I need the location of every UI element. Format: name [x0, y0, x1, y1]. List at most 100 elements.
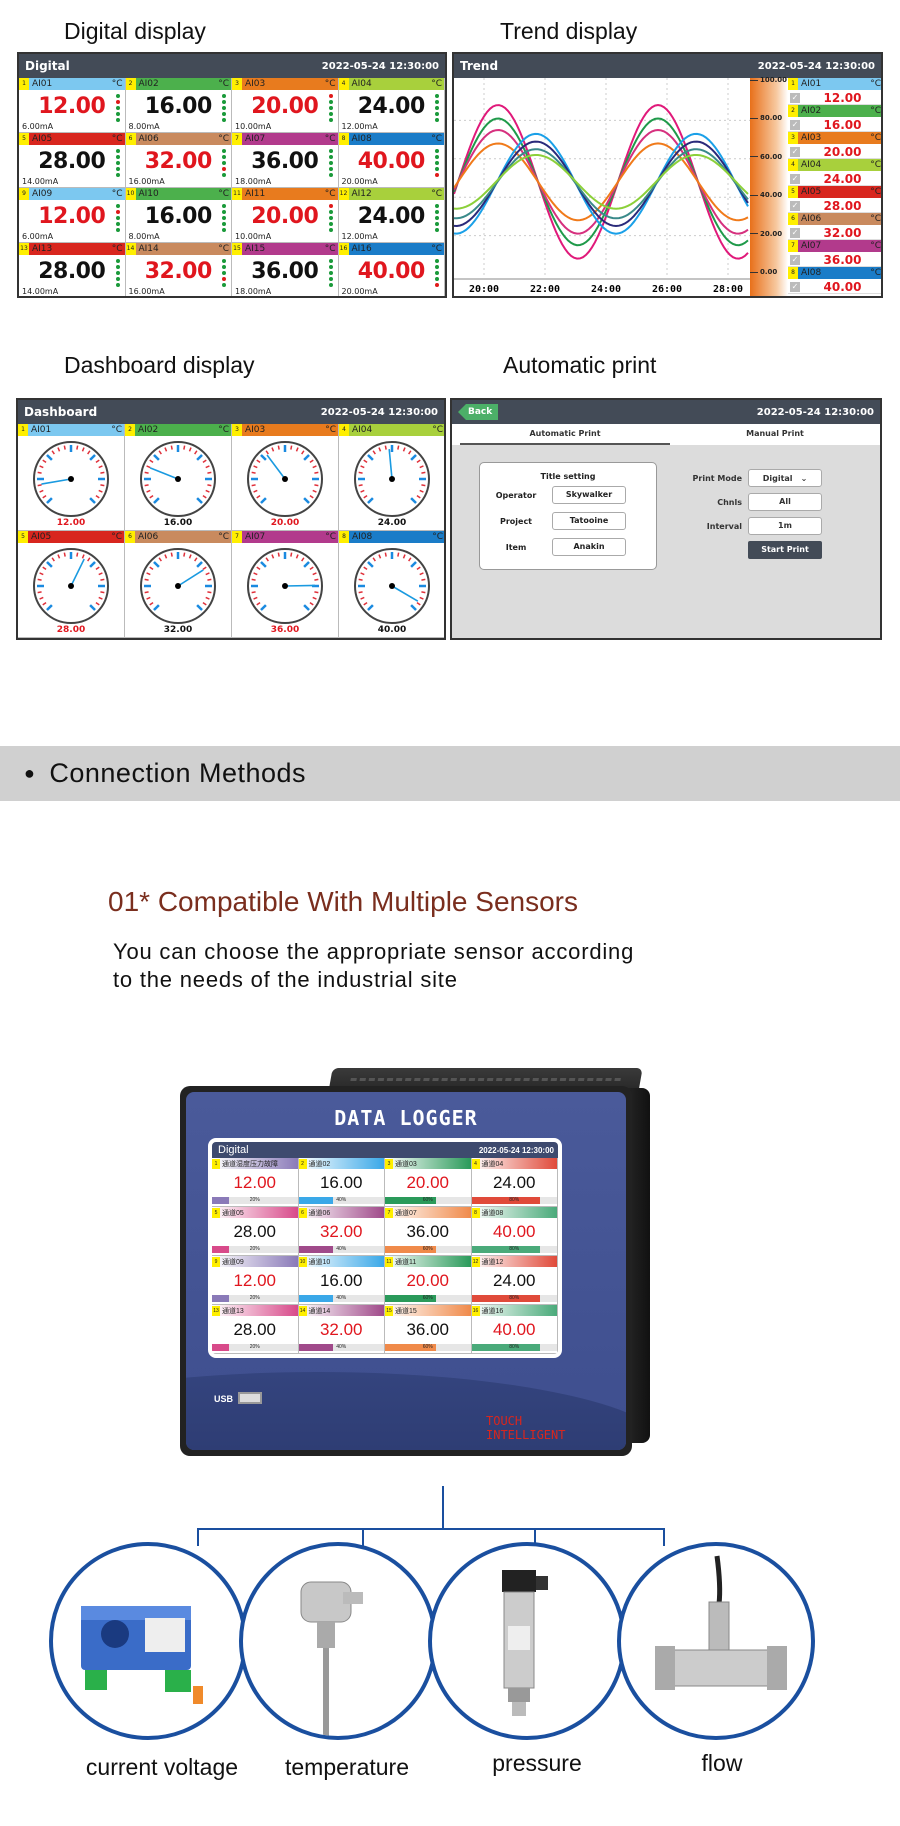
- channel-name: AI01: [801, 79, 822, 89]
- unit-label: °C: [431, 244, 442, 254]
- field-input[interactable]: Skywalker: [552, 486, 626, 504]
- indicator-dot: [328, 271, 333, 275]
- gauge-needle: [388, 449, 393, 480]
- gauge-needle: [41, 478, 72, 485]
- connector-line: [663, 1528, 665, 1546]
- channel-value: 40.00: [492, 1320, 536, 1339]
- unit-label: °C: [325, 425, 336, 435]
- sensor-label: current voltage: [85, 1754, 239, 1780]
- print-header: Back 2022-05-24 12:30:00: [452, 400, 880, 424]
- channel-name: AI06: [138, 134, 159, 144]
- indicator-dot: [435, 112, 439, 116]
- channel-number: 2: [298, 1158, 307, 1169]
- channel-value: 16.00: [319, 1271, 363, 1290]
- checkbox-checked-icon[interactable]: ✓: [790, 200, 800, 211]
- checkbox-checked-icon[interactable]: ✓: [790, 173, 800, 184]
- interval-field[interactable]: 1m: [748, 517, 822, 535]
- print-tabs: Automatic Print Manual Print: [452, 424, 880, 445]
- channel-current: 8.00mA: [128, 232, 160, 241]
- progress-bar: 40%: [298, 1344, 384, 1351]
- progress-percent: 20%: [249, 1344, 260, 1350]
- progress-percent: 40%: [336, 1295, 347, 1301]
- progress-fill: [298, 1197, 333, 1204]
- progress-percent: 20%: [249, 1246, 260, 1252]
- checkbox-checked-icon[interactable]: ✓: [790, 119, 800, 130]
- unit-label: °C: [218, 189, 229, 199]
- logo-line: TOUCH: [486, 1414, 523, 1428]
- indicator-dot: [435, 228, 439, 232]
- unit-label: °C: [111, 134, 123, 144]
- indicator-dot: [115, 106, 120, 110]
- print-mode-label: Print Mode: [692, 473, 742, 483]
- tab-manual-print[interactable]: Manual Print: [746, 429, 804, 438]
- alarm-indicator: [115, 204, 120, 232]
- channel-name: AI05: [801, 187, 822, 197]
- checkbox-checked-icon[interactable]: ✓: [790, 146, 800, 157]
- field-input[interactable]: Anakin: [552, 538, 626, 556]
- tab-automatic-print[interactable]: Automatic Print: [460, 424, 670, 445]
- indicator-dot: [115, 161, 120, 165]
- channel-number: 3: [788, 132, 798, 144]
- field-input[interactable]: Tatooine: [552, 512, 626, 530]
- unit-label: °C: [111, 532, 122, 542]
- checkbox-checked-icon[interactable]: ✓: [790, 227, 800, 238]
- channel-name: AI13: [32, 244, 53, 254]
- checkbox-checked-icon[interactable]: ✓: [790, 254, 800, 265]
- indicator-dot: [435, 204, 439, 208]
- channel-current: 8.00mA: [128, 122, 160, 131]
- indicator-dot: [435, 271, 439, 275]
- alarm-indicator: [222, 204, 226, 232]
- indicator-dot: [222, 167, 226, 171]
- progress-bar: 40%: [298, 1197, 384, 1204]
- alarm-indicator: [115, 259, 120, 287]
- print-mode-select[interactable]: Digital⌄: [748, 469, 822, 487]
- indicator-dot: [435, 173, 439, 177]
- indicator-dot: [222, 265, 226, 269]
- channel-current: 12.00mA: [341, 232, 378, 241]
- channel-name: AI01: [31, 425, 52, 435]
- indicator-dot: [222, 100, 226, 104]
- channel-name: AI12: [351, 189, 372, 199]
- channel-name: AI08: [801, 268, 822, 278]
- progress-percent: 20%: [249, 1197, 260, 1203]
- channel-name: AI02: [801, 106, 822, 116]
- progress-bar: 60%: [385, 1344, 471, 1351]
- chnls-field[interactable]: All: [748, 493, 822, 511]
- channel-value: 32.00: [144, 259, 213, 284]
- indicator-dot: [328, 210, 333, 214]
- channel-number: 9: [212, 1256, 220, 1267]
- channel-name: AI07: [245, 532, 266, 542]
- channel-name: AI04: [801, 160, 822, 170]
- progress-percent: 40%: [336, 1197, 347, 1203]
- indicator-dot: [328, 149, 333, 153]
- progress-fill: [212, 1344, 230, 1351]
- back-button[interactable]: Back: [458, 404, 499, 420]
- channel-value: 16.00: [144, 94, 213, 119]
- checkbox-checked-icon[interactable]: ✓: [790, 92, 800, 103]
- unit-label: °C: [218, 532, 229, 542]
- checkbox-checked-icon[interactable]: ✓: [790, 281, 800, 292]
- indicator-dot: [222, 259, 226, 263]
- indicator-dot: [222, 161, 226, 165]
- indicator-dot: [222, 118, 226, 122]
- flow-meter-icon: [655, 1555, 787, 1690]
- sensor-flow: [617, 1542, 815, 1740]
- channel-number: 1: [18, 424, 28, 436]
- legend-value: 20.00: [823, 144, 862, 159]
- start-print-button[interactable]: Start Print: [748, 541, 822, 559]
- unit-label: °C: [324, 134, 336, 144]
- section-title: Connection Methods: [49, 758, 307, 788]
